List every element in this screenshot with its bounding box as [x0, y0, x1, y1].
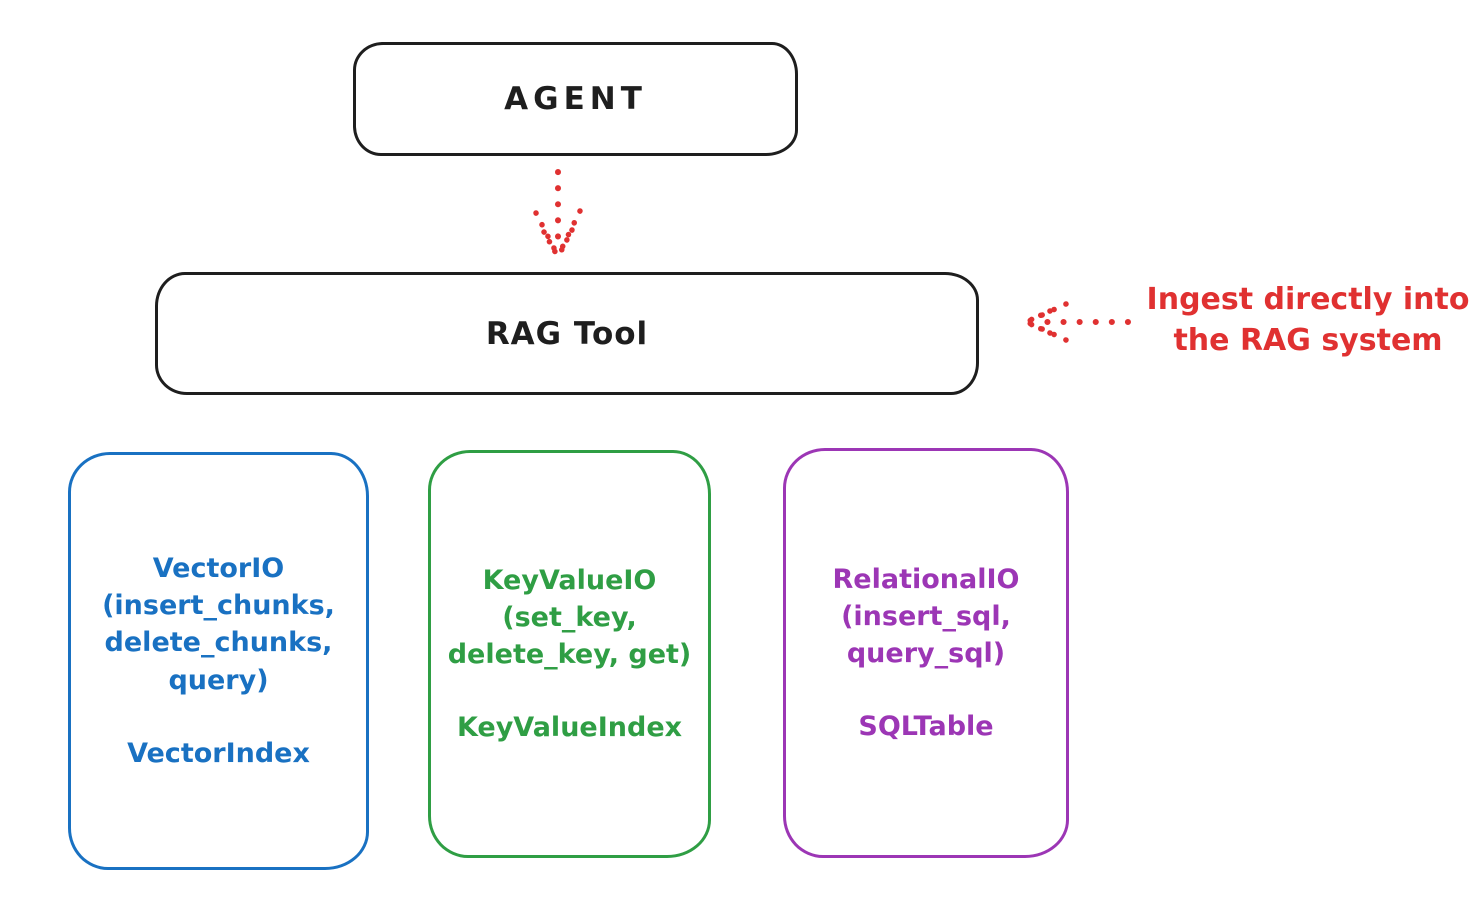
agent-node: AGENT — [353, 42, 798, 156]
rag-tool-node: RAG Tool — [155, 272, 979, 395]
vectorio-title: VectorIO (insert_chunks, delete_chunks, … — [102, 552, 335, 696]
down-arrow-icon — [533, 169, 583, 260]
backend-box-keyvalueio: KeyValueIO (set_key, delete_key, get) Ke… — [428, 450, 711, 858]
backend-box-relationalio: RelationalIO (insert_sql, query_sql) SQL… — [783, 448, 1069, 858]
backend-box-vectorio: VectorIO (insert_chunks, delete_chunks, … — [68, 452, 369, 870]
relationalio-index-label: SQLTable — [858, 711, 994, 743]
annotation-text: Ingest directly into the RAG system — [1146, 282, 1470, 358]
vectorio-index-label: VectorIndex — [127, 737, 310, 769]
keyvalueio-index-label: KeyValueIndex — [456, 712, 683, 744]
keyvalueio-title: KeyValueIO (set_key, delete_key, get) — [447, 564, 692, 671]
relationalio-title: RelationalIO (insert_sql, query_sql) — [832, 563, 1020, 670]
left-arrow-icon — [1023, 301, 1131, 343]
agent-node-label: AGENT — [504, 81, 647, 117]
rag-tool-node-label: RAG Tool — [485, 315, 649, 352]
